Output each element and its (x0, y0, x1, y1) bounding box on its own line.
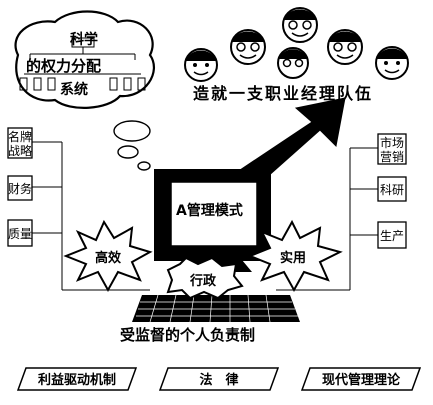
face-icon (282, 7, 318, 43)
foundation-label: 利益驱动机制 (38, 372, 116, 388)
left-bracket-lines (30, 141, 150, 291)
face-icon (327, 29, 363, 65)
right-box-label: 生产 (380, 229, 404, 243)
left-box-label: 名牌 (8, 129, 32, 144)
right-box-label: 市场 (380, 135, 404, 150)
left-box-label: 质量 (8, 227, 32, 241)
burst-right-text: 实用 (280, 250, 306, 266)
burst-left: 高效 (63, 219, 153, 293)
right-box: 生产 (377, 221, 407, 249)
face-icon (277, 47, 309, 79)
face-icon (184, 48, 218, 82)
right-box: 科研 (377, 176, 407, 202)
right-box-label: 科研 (380, 183, 404, 197)
manager-faces (184, 7, 409, 82)
burst-right: 实用 (247, 219, 343, 293)
right-bracket-lines (276, 147, 378, 291)
foundation-box: 利益驱动机制 (16, 367, 138, 391)
foundation-label: 法 律 (199, 372, 238, 388)
center-burst: 行政 (166, 256, 244, 300)
left-box: 质量 (7, 219, 33, 247)
monitor-label: A管理模式 (176, 202, 243, 219)
caption-text: 受监督的个人负责制 (120, 326, 255, 344)
growth-arrow (224, 97, 346, 179)
cloud-text-line2: 的权力分配 (26, 57, 101, 75)
cloud-text-line1: 科学 (70, 31, 98, 48)
foundation-row: 利益驱动机制 法 律 现代管理理论 (16, 367, 422, 391)
face-icon (230, 29, 266, 65)
computer-monitor: A管理模式 (154, 169, 271, 272)
power-system-cloud: 科学 的权力分配 系统 (14, 10, 156, 109)
keyboard (132, 294, 300, 323)
left-box-label: 战略 (8, 143, 32, 158)
left-box-label: 财务 (8, 181, 32, 196)
foundation-box: 法 律 (158, 367, 280, 391)
center-burst-text: 行政 (189, 273, 217, 289)
foundation-box: 现代管理理论 (300, 367, 422, 391)
headline-text: 造就一支职业经理队伍 (193, 84, 373, 103)
face-icon (375, 46, 409, 80)
burst-left-text: 高效 (95, 250, 122, 266)
foundation-label: 现代管理理论 (322, 372, 401, 388)
right-box-label: 营销 (380, 150, 404, 164)
thought-bubbles (113, 120, 151, 171)
cloud-text-line3: 系统 (60, 81, 88, 98)
left-box: 财务 (7, 175, 33, 201)
